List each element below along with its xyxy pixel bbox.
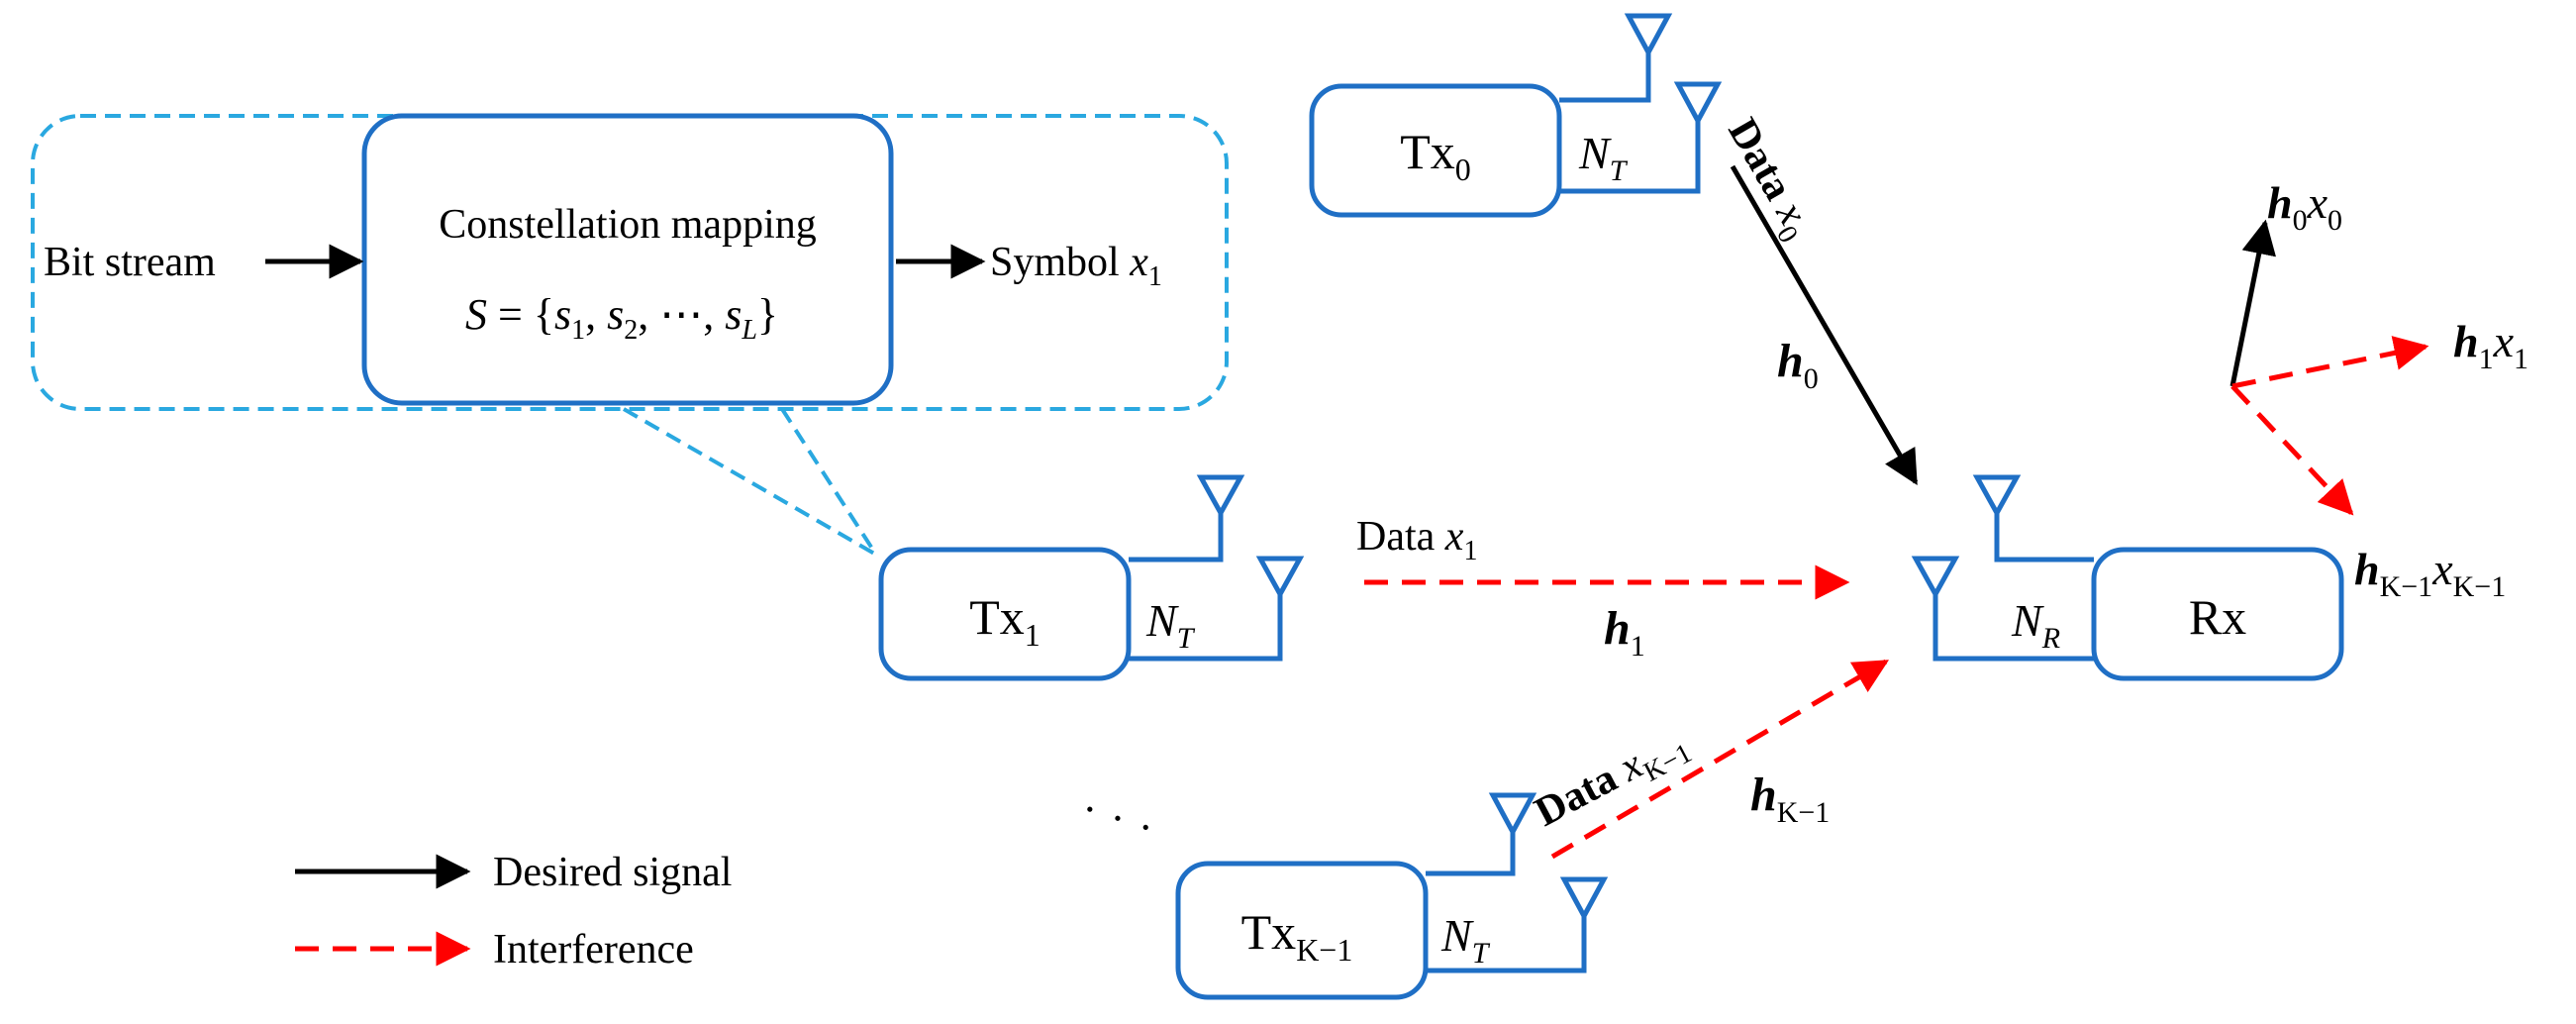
rx-feed-wire-1 [1932, 594, 2094, 662]
linkk-channel-label: hK−1 [1750, 768, 1830, 829]
antenna-icon [1559, 876, 1609, 922]
symbol-label: Symbol x1 [990, 240, 1162, 292]
constellation-set: S = {s1, s2, ⋯, sL} [465, 290, 778, 346]
zoom-line-right [780, 407, 878, 557]
antenna-icon [1196, 474, 1245, 519]
rx-box [2091, 547, 2344, 681]
txk-label: TxK−1 [1241, 904, 1353, 968]
link-tx0: Data x0 h0 [1719, 111, 1919, 486]
tx0-box [1309, 83, 1562, 218]
link1-data-label: Data x1 [1356, 514, 1477, 566]
linkk-data-label: Data xK−1 [1528, 719, 1697, 842]
link-txk: Data xK−1 hK−1 [1528, 659, 1890, 860]
ellipsis: · · · [1075, 784, 1161, 854]
antenna-icon [1972, 474, 2022, 519]
txk-box [1175, 861, 1429, 1000]
desired-signal-arrow [1730, 164, 1919, 486]
desired-vector [2229, 219, 2276, 387]
txk-antenna-count: NT [1440, 910, 1491, 970]
link1-channel-label: h1 [1604, 602, 1645, 663]
tx1-feed-wire-1 [1129, 594, 1283, 662]
tx1-feed-wire-2 [1129, 513, 1224, 563]
constellation-title: Constellation mapping [439, 202, 816, 248]
antenna-icon [1624, 13, 1673, 58]
tx0-label: Tx0 [1400, 124, 1471, 187]
tx0-feed-wire-1 [1559, 121, 1701, 194]
link-tx1: Data x1 h1 [1356, 514, 1850, 663]
interference-arrow [1550, 659, 1890, 860]
link0-channel-label: h0 [1777, 335, 1819, 395]
interference-vector-k [2230, 384, 2354, 516]
txk-transmitter: TxK−1 NT [1175, 792, 1609, 1000]
rx-receiver: Rx NR [1911, 474, 2344, 681]
tx1-antenna-count: NT [1145, 595, 1196, 655]
vec1-label: h1x1 [2453, 316, 2528, 375]
rx-antenna-count: NR [2011, 595, 2060, 655]
txk-feed-wire-2 [1426, 832, 1516, 876]
mapping-inset: Constellation mapping S = {s1, s2, ⋯, sL… [31, 113, 1229, 557]
constellation-block [361, 113, 894, 406]
antenna-icon [1488, 792, 1537, 838]
legend-desired-label: Desired signal [493, 850, 732, 895]
antenna-icon [1255, 556, 1305, 600]
rx-feed-wire-2 [1994, 513, 2094, 563]
tx1-transmitter: Tx1 NT [878, 474, 1305, 681]
tx0-feed-wire-2 [1559, 52, 1651, 103]
signal-space: h0x0 h1x1 hK−1xK−1 [2229, 177, 2528, 603]
interference-vector-1 [2231, 336, 2429, 389]
tx0-transmitter: Tx0 NT [1309, 13, 1723, 218]
rx-label: Rx [2189, 589, 2246, 645]
tx1-label: Tx1 [969, 589, 1040, 653]
legend-interference-label: Interference [493, 927, 694, 973]
bit-stream-label: Bit stream [44, 240, 216, 285]
zoom-line-left [623, 407, 877, 557]
legend: Desired signal Interference [295, 850, 732, 973]
vec0-label: h0x0 [2267, 177, 2342, 237]
tx0-antenna-count: NT [1578, 128, 1629, 187]
veck-label: hK−1xK−1 [2354, 544, 2506, 603]
antenna-icon [1673, 81, 1723, 127]
antenna-icon [1911, 556, 1960, 600]
tx1-box [878, 547, 1132, 681]
txk-feed-wire-1 [1426, 916, 1587, 973]
